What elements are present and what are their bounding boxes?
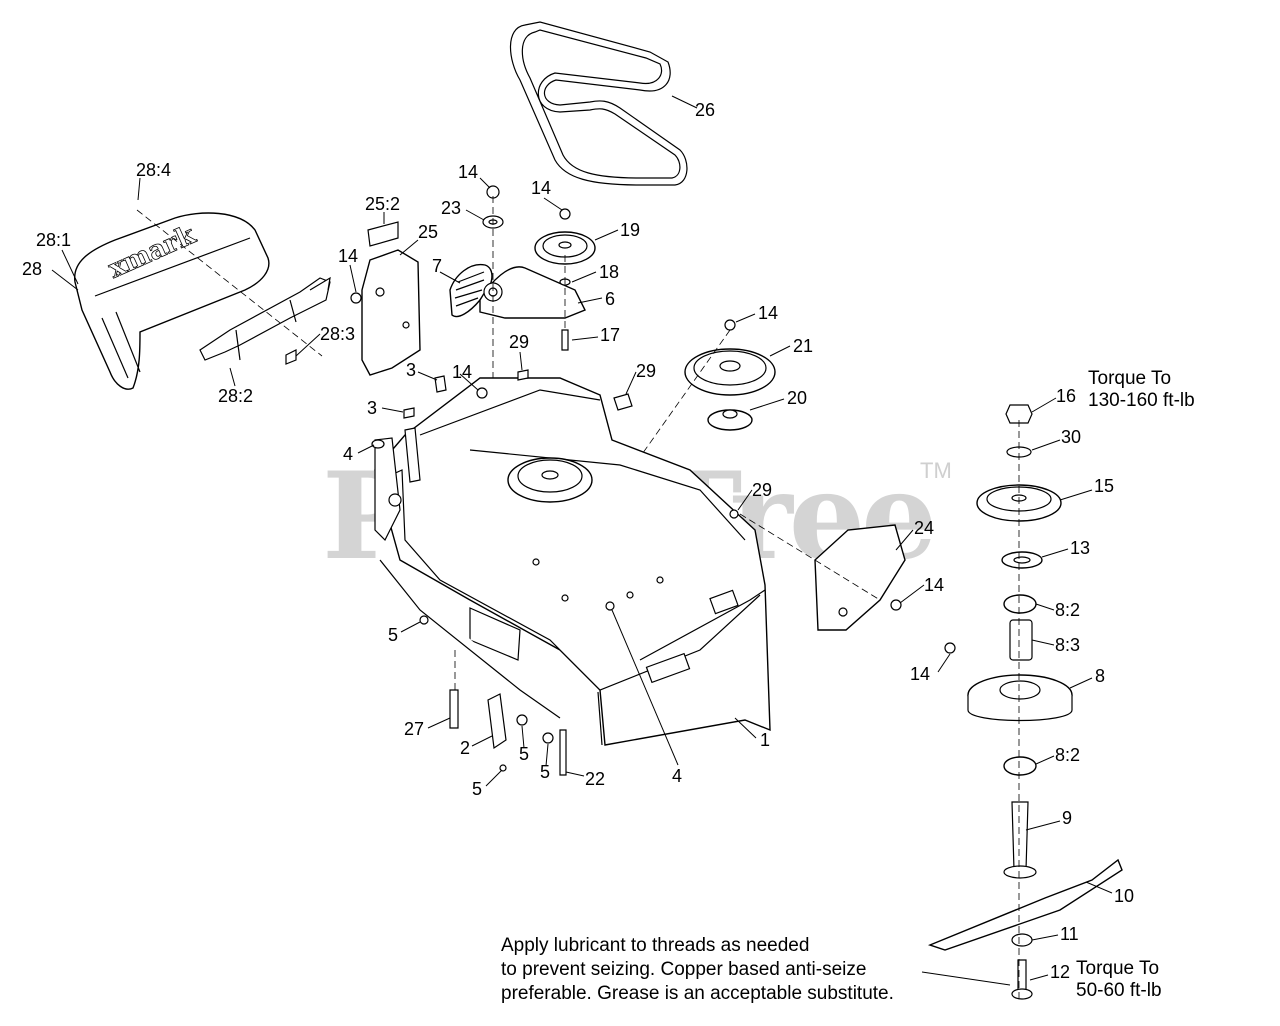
callout-8-2-lower: 8:2: [1055, 745, 1080, 765]
callout-1: 1: [760, 730, 770, 750]
callout-27: 27: [404, 719, 424, 739]
hardware: [371, 369, 633, 776]
callout-25: 25: [418, 222, 438, 242]
pulley-21: [559, 319, 776, 571]
callout-28: 28: [22, 259, 42, 279]
callout-14-spindle: 14: [910, 664, 930, 684]
callout-12: 12: [1050, 962, 1070, 982]
torque-note-bottom: Torque To 50-60 ft-lb: [1076, 958, 1162, 1001]
callout-25-2: 25:2: [365, 194, 400, 214]
torque-note-top: Torque To 130-160 ft-lb: [1088, 368, 1195, 411]
callouts: 26 28:4 28:1 28 28:3 28:2 25:2 25 14 14 …: [22, 100, 1134, 982]
watermark-trademark: TM: [920, 458, 952, 483]
torque-bottom-line2: 50-60 ft-lb: [1076, 980, 1162, 1001]
callout-20: 20: [787, 388, 807, 408]
torque-top-line2: 130-160 ft-lb: [1088, 390, 1195, 411]
callout-29-right: 29: [752, 480, 772, 500]
lubricant-note-line1: Apply lubricant to threads as needed: [501, 935, 809, 956]
callout-28-2: 28:2: [218, 386, 253, 406]
callout-4-left: 4: [343, 444, 353, 464]
callout-3-lower: 3: [367, 398, 377, 418]
callout-21: 21: [793, 336, 813, 356]
lubricant-note: Apply lubricant to threads as needed to …: [501, 935, 894, 1004]
callout-6: 6: [605, 289, 615, 309]
bracket-25: [350, 221, 421, 376]
callout-5-left: 5: [388, 625, 398, 645]
callout-18: 18: [599, 262, 619, 282]
callout-9: 9: [1062, 808, 1072, 828]
callout-7: 7: [432, 256, 442, 276]
callout-29-left: 29: [509, 332, 529, 352]
callout-17: 17: [600, 325, 620, 345]
torque-bottom-line1: Torque To: [1076, 958, 1159, 979]
callout-15: 15: [1094, 476, 1114, 496]
spindle-assembly: [927, 404, 1123, 1000]
callout-14-deck: 14: [452, 362, 472, 382]
callout-2: 2: [460, 738, 470, 758]
callout-24: 24: [914, 518, 934, 538]
callout-8-3: 8:3: [1055, 635, 1080, 655]
callout-10: 10: [1114, 886, 1134, 906]
callout-3-upper: 3: [406, 360, 416, 380]
torque-top-line1: Torque To: [1088, 368, 1171, 389]
side-shield-24: [729, 509, 906, 631]
callout-14-idler: 14: [458, 162, 478, 182]
idler-assembly: [449, 185, 596, 560]
callout-30: 30: [1061, 427, 1081, 447]
callout-14-pulley21: 14: [758, 303, 778, 323]
lubricant-note-line3: preferable. Grease is an acceptable subs…: [501, 983, 894, 1004]
callout-8-2-upper: 8:2: [1055, 600, 1080, 620]
callout-23: 23: [441, 198, 461, 218]
leader-lines: [51, 95, 1113, 986]
callout-5-lower: 5: [540, 762, 550, 782]
callout-13: 13: [1070, 538, 1090, 558]
callout-5-center: 5: [519, 744, 529, 764]
callout-16: 16: [1056, 386, 1076, 406]
callout-26: 26: [695, 100, 715, 120]
callout-29-center: 29: [636, 361, 656, 381]
callout-14-shield: 14: [924, 575, 944, 595]
callout-4-right: 4: [672, 766, 682, 786]
callout-14-bracket: 14: [338, 246, 358, 266]
belt-cover: xmark: [74, 209, 331, 390]
callout-5-bottom: 5: [472, 779, 482, 799]
callout-11: 11: [1060, 924, 1079, 944]
lubricant-note-line2: to prevent seizing. Copper based anti-se…: [501, 959, 866, 980]
callout-28-3: 28:3: [320, 324, 355, 344]
callout-14-pulley19: 14: [531, 178, 551, 198]
callout-8: 8: [1095, 666, 1105, 686]
belt: [509, 21, 688, 186]
mower-deck: [374, 377, 771, 746]
callout-28-4: 28:4: [136, 160, 171, 180]
callout-19: 19: [620, 220, 640, 240]
callout-28-1: 28:1: [36, 230, 71, 250]
callout-22: 22: [585, 769, 605, 789]
